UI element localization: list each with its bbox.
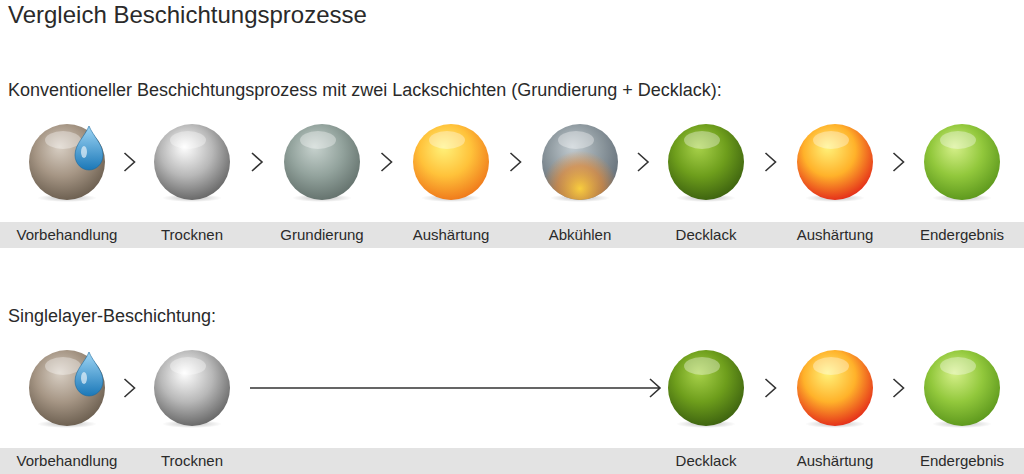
flow-arrow <box>766 153 776 171</box>
flow-arrow <box>125 153 135 171</box>
step-label: Decklack <box>628 222 784 248</box>
section-heading: Konventioneller Beschichtungsprozess mit… <box>8 80 722 101</box>
step-label: Grundierung <box>244 222 400 248</box>
step-label: Endergebnis <box>884 448 1024 474</box>
flow-arrow <box>125 379 135 397</box>
sphere-icon <box>922 348 1002 428</box>
process-step: Aushärtung <box>777 348 893 474</box>
flow-arrow <box>511 153 521 171</box>
sphere-icon <box>666 348 746 428</box>
sphere-icon <box>411 122 491 202</box>
process-step: Vorbehandlung <box>9 348 125 474</box>
process-step: Grundierung <box>264 122 380 248</box>
step-label: Vorbehandlung <box>0 222 145 248</box>
sphere-icon <box>795 122 875 202</box>
process-step: Endergebnis <box>904 348 1020 474</box>
step-label: Aushärtung <box>373 222 529 248</box>
process-step: Trocknen <box>134 122 250 248</box>
step-label: Decklack <box>628 448 784 474</box>
diagram-title: Vergleich Beschichtungsprozesse <box>8 1 367 29</box>
flow-arrow <box>382 153 392 171</box>
step-label: Vorbehandlung <box>0 448 145 474</box>
flow-arrow <box>894 153 904 171</box>
process-step: Endergebnis <box>904 122 1020 248</box>
sphere-icon <box>540 122 620 202</box>
sphere-icon <box>27 348 107 428</box>
sphere-icon <box>795 348 875 428</box>
flow-arrow <box>638 153 648 171</box>
step-label: Endergebnis <box>884 222 1024 248</box>
flow-arrow <box>894 379 904 397</box>
process-step: Aushärtung <box>393 122 509 248</box>
process-step: Decklack <box>648 348 764 474</box>
step-label: Trocknen <box>114 222 270 248</box>
sphere-icon <box>666 122 746 202</box>
process-step: Vorbehandlung <box>9 122 125 248</box>
sphere-icon <box>27 122 107 202</box>
step-label: Aushärtung <box>757 222 913 248</box>
step-label: Aushärtung <box>757 448 913 474</box>
sphere-icon <box>922 122 1002 202</box>
sphere-icon <box>152 348 232 428</box>
section-heading: Singlelayer-Beschichtung: <box>8 306 216 327</box>
sphere-icon <box>152 122 232 202</box>
flow-arrow <box>766 379 776 397</box>
flow-arrow <box>252 153 262 171</box>
step-label: Trocknen <box>114 448 270 474</box>
process-step: Trocknen <box>134 348 250 474</box>
flow-arrow <box>250 379 660 397</box>
process-step: Abkühlen <box>522 122 638 248</box>
process-step: Decklack <box>648 122 764 248</box>
step-label: Abkühlen <box>502 222 658 248</box>
sphere-icon <box>282 122 362 202</box>
process-step: Aushärtung <box>777 122 893 248</box>
